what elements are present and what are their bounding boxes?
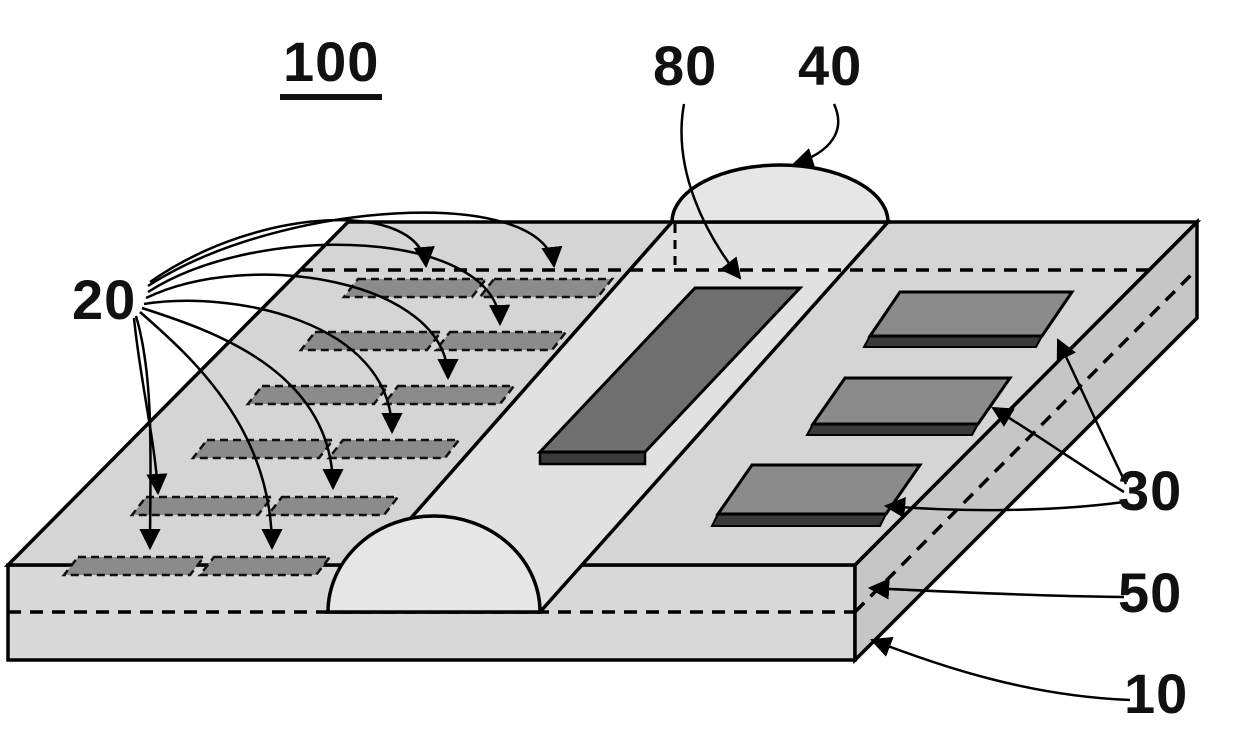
leader-arrow xyxy=(991,406,1125,494)
pad-array-20 xyxy=(61,277,615,577)
leader-arrow xyxy=(1056,338,1128,485)
pad-array-30 xyxy=(710,290,1075,527)
label-30: 30 xyxy=(1118,459,1183,522)
buried-pad xyxy=(341,277,489,299)
label-50: 50 xyxy=(1118,561,1183,624)
buried-pad xyxy=(190,438,336,460)
label-80: 80 xyxy=(653,34,718,97)
leader-arrow xyxy=(149,218,435,284)
leader-arrow-10 xyxy=(870,636,1131,702)
buried-pad xyxy=(477,277,615,299)
label-20: 20 xyxy=(72,268,137,331)
leader-arrow xyxy=(139,311,283,551)
leader-arrow xyxy=(147,243,511,327)
leader-arrow xyxy=(145,273,459,381)
leader-arrows-30 xyxy=(883,338,1128,519)
leader-arrow-80 xyxy=(680,103,742,280)
surface-pad-edge xyxy=(710,513,888,527)
label-40: 40 xyxy=(798,34,863,97)
leader-arrows-20 xyxy=(132,211,563,551)
surface-pad-edge xyxy=(805,423,980,436)
buried-pad xyxy=(326,438,462,460)
buried-pad xyxy=(129,495,275,517)
stripe-electrode-edge xyxy=(538,450,647,466)
buried-pad xyxy=(433,330,569,352)
surface-pad xyxy=(810,376,1013,426)
surface-pad-edge xyxy=(862,335,1044,348)
label-10: 10 xyxy=(1124,662,1189,725)
surface-pad xyxy=(867,290,1075,338)
ridge-back-end-dome xyxy=(670,163,890,224)
buried-pad xyxy=(381,384,517,406)
label-100: 100 xyxy=(280,34,383,100)
stripe-electrode-face xyxy=(536,286,804,454)
leader-arrow xyxy=(143,299,403,435)
layer-boundary-dashline-side xyxy=(853,267,1199,614)
leader-arrow-50 xyxy=(867,578,1125,600)
leader-arrow xyxy=(147,211,563,288)
buried-pad xyxy=(245,384,391,406)
stripe-electrode-80 xyxy=(536,286,804,466)
leader-arrow xyxy=(132,317,168,496)
leader-arrow xyxy=(883,496,1125,519)
buried-pad xyxy=(197,555,333,577)
ridge-front-end-dome xyxy=(326,514,542,614)
buried-pad xyxy=(298,330,444,352)
buried-pad xyxy=(265,495,401,517)
leader-arrow-40 xyxy=(791,103,840,169)
leader-arrow xyxy=(141,306,344,491)
buried-pad xyxy=(61,555,207,577)
